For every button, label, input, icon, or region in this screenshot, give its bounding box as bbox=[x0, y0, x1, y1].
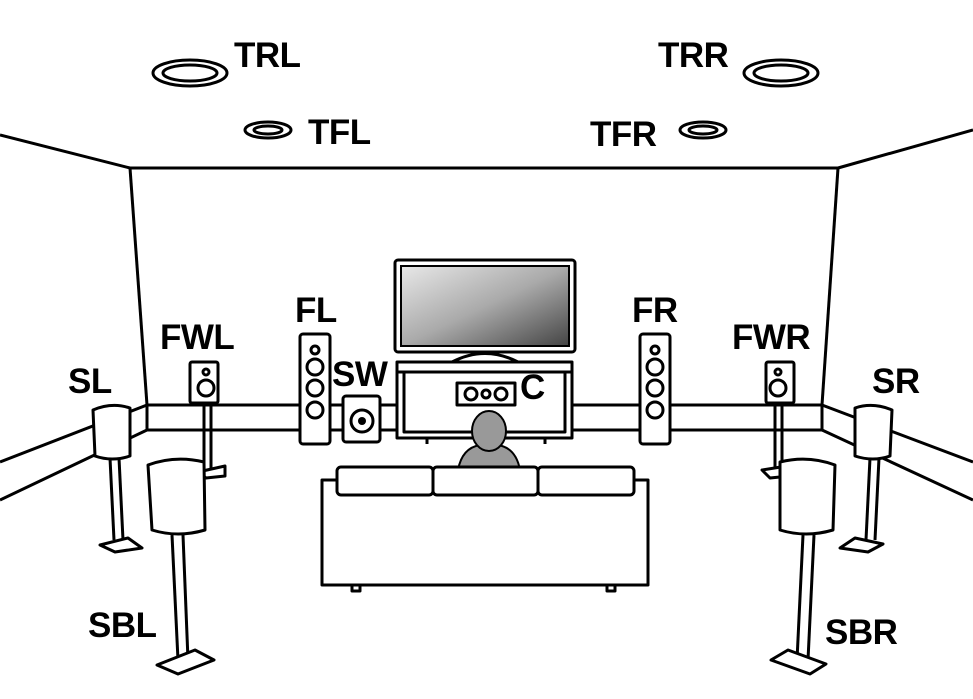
surround-back-left-speaker bbox=[146, 457, 216, 676]
subwoofer bbox=[341, 394, 382, 444]
label-tfr: TFR bbox=[590, 115, 657, 154]
ceiling-speaker-tfr bbox=[678, 120, 728, 140]
ceiling-speaker-trl bbox=[151, 58, 229, 88]
label-sbr: SBR bbox=[825, 613, 898, 652]
ceiling-speaker-trr bbox=[742, 58, 820, 88]
sofa bbox=[320, 465, 650, 593]
label-fl: FL bbox=[295, 291, 337, 330]
label-trr: TRR bbox=[658, 36, 729, 75]
surround-right-speaker bbox=[838, 403, 894, 554]
center-speaker bbox=[455, 381, 517, 407]
ceiling-speaker-tfl bbox=[243, 120, 293, 140]
label-sr: SR bbox=[872, 362, 920, 401]
label-c: C bbox=[520, 368, 545, 407]
label-fwr: FWR bbox=[732, 318, 811, 357]
label-fwl: FWL bbox=[160, 318, 235, 357]
front-left-tower bbox=[298, 332, 332, 446]
surround-back-right-speaker bbox=[769, 457, 837, 676]
front-right-tower bbox=[638, 332, 672, 446]
label-sl: SL bbox=[68, 362, 112, 401]
label-tfl: TFL bbox=[308, 113, 371, 152]
label-trl: TRL bbox=[234, 36, 301, 75]
listener bbox=[456, 410, 522, 471]
tv bbox=[393, 258, 577, 364]
surround-left-speaker bbox=[91, 403, 144, 554]
label-sbl: SBL bbox=[88, 606, 157, 645]
label-sw: SW bbox=[332, 355, 388, 394]
label-fr: FR bbox=[632, 291, 678, 330]
